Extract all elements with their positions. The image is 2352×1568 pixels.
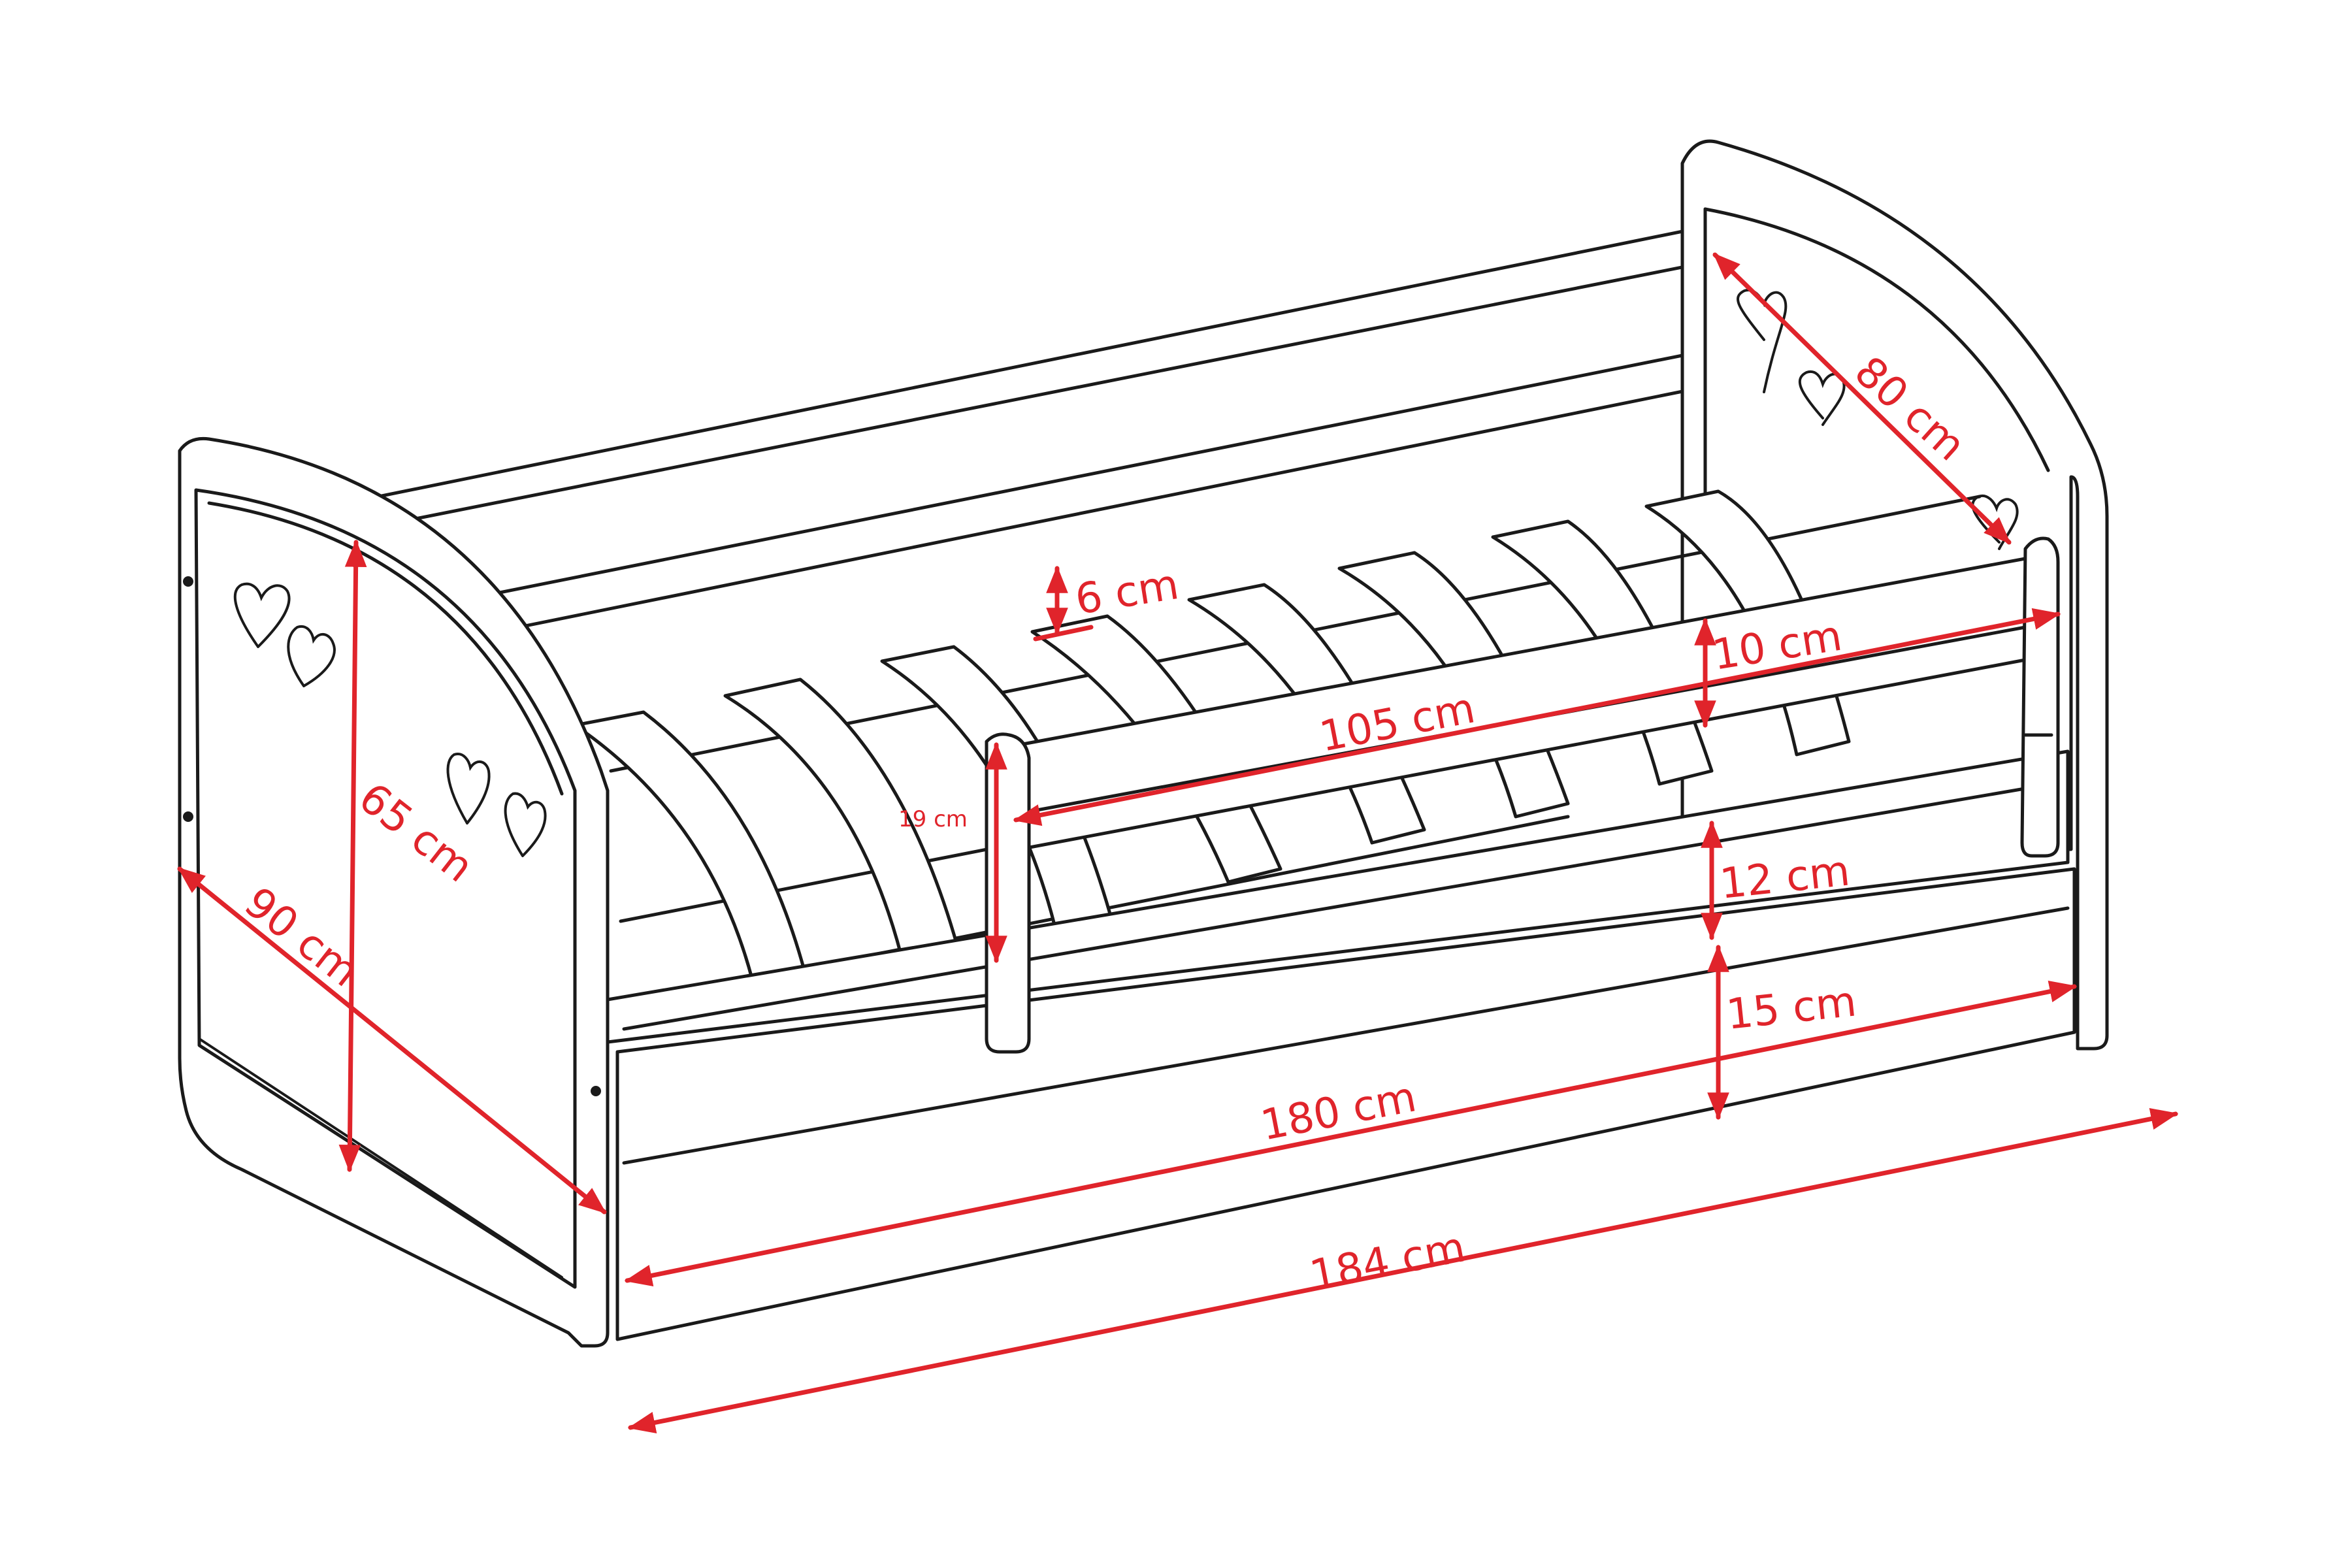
total-length-label: 184 cm: [1306, 1223, 1469, 1300]
slat: [573, 710, 812, 1005]
rail-bar-height-label: 6 cm: [1072, 561, 1182, 625]
heart-icon: [233, 582, 291, 648]
bed-drawing: [178, 139, 2109, 1348]
headboard-width-dimension-line: [1712, 252, 2012, 545]
heart-icon: [287, 625, 336, 687]
heart-icon: [504, 792, 547, 857]
guard-rail-length-dimension-line: [1013, 608, 2061, 826]
left-headboard: [178, 436, 610, 1348]
screw-icon: [183, 811, 193, 822]
total-length-dimension-line: [627, 1108, 2179, 1433]
screw-icon: [183, 576, 193, 587]
screw-icon: [591, 1086, 601, 1096]
width-dimension-line: [177, 866, 607, 1215]
guard-rail-height-label: 19 cm: [898, 806, 968, 832]
heart-icon: [446, 753, 491, 825]
back-rail: [344, 223, 1714, 639]
